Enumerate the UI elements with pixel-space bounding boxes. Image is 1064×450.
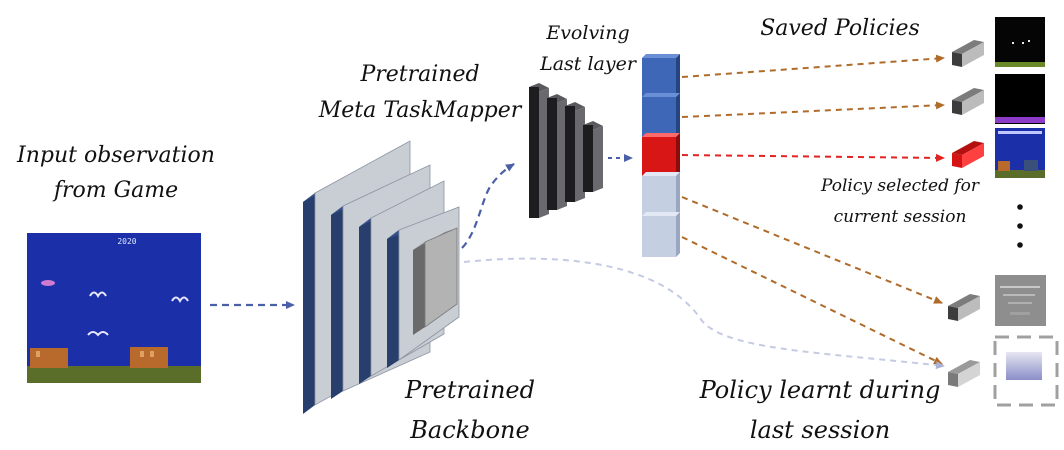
policy-head-1 (952, 40, 984, 67)
game-score: 2020 (117, 237, 136, 246)
arrow-policy-1 (681, 54, 945, 78)
policy-head-3 (948, 294, 980, 321)
mapper-label-line2: Meta TaskMapper (318, 98, 522, 123)
arrow-policy-selected (681, 153, 945, 162)
arrow-backbone-to-learnt (463, 257, 945, 370)
ellipsis-dots (1017, 204, 1023, 248)
arrow-policy-2 (681, 101, 945, 118)
policy-head-selected (952, 141, 984, 168)
selected-label-line2: current session (833, 207, 967, 227)
evolving-label-line1: Evolving (546, 22, 630, 44)
arrow-backbone-to-mapper (461, 163, 515, 249)
evolving-label-line2: Last layer (540, 53, 636, 75)
task-mapper-stack (529, 83, 603, 218)
backbone-stack (303, 140, 460, 414)
arrow-policy-3 (681, 196, 943, 304)
saved-policies-label: Saved Policies (760, 16, 920, 41)
thumbnail-learnt (993, 335, 1059, 407)
arrow-policy-4 (681, 236, 943, 365)
policy-head-2 (952, 88, 984, 115)
backbone-label-line2: Backbone (410, 416, 530, 444)
thumbnail-game-1 (995, 17, 1045, 67)
thumbnail-game-selected (995, 128, 1045, 178)
thumbnail-game-3 (995, 275, 1046, 326)
backbone-label-line1: Pretrained (405, 376, 535, 404)
input-label-line1: Input observation (17, 143, 215, 168)
policy-head-learnt (948, 360, 980, 387)
learnt-label-line1: Policy learnt during (699, 376, 941, 404)
input-game-frame (27, 233, 201, 383)
learnt-label-line2: last session (749, 416, 891, 444)
mapper-label-line1: Pretrained (360, 62, 480, 87)
evolving-layer-blocks (642, 54, 680, 257)
thumbnail-game-2 (995, 74, 1045, 124)
selected-label-line1: Policy selected for (820, 176, 980, 196)
input-label-line2: from Game (53, 178, 179, 203)
